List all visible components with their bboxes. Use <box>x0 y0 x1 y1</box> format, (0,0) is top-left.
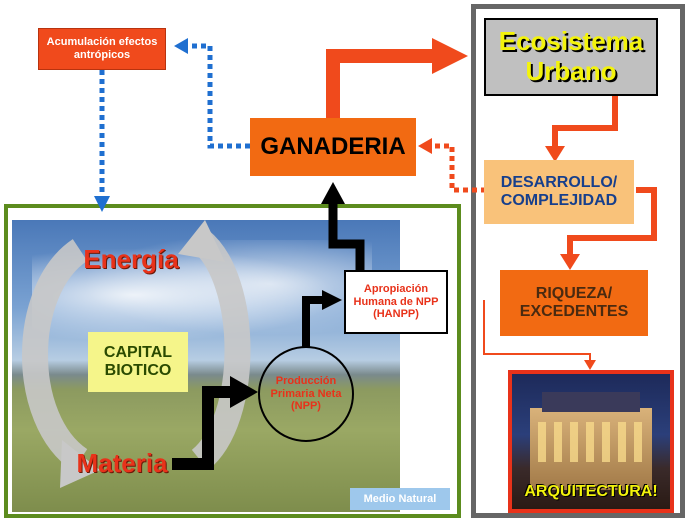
ecosistema-urbano-label: Ecosistema Urbano <box>498 26 644 86</box>
riqueza-label: RIQUEZA/ EXCEDENTES <box>519 284 629 320</box>
desarrollo-to-ganaderia-head <box>418 138 432 154</box>
ganaderia-to-acumulacion-head <box>174 38 188 54</box>
medio-natural-label: Medio Natural <box>363 492 437 505</box>
ecosistema-urbano-box: Ecosistema Urbano <box>484 18 658 96</box>
desarrollo-to-ganaderia-dotted <box>430 143 486 193</box>
npp-to-hanpp-arrow <box>302 296 326 348</box>
capital-biotico-label: CAPITAL BIOTICO <box>103 343 173 379</box>
natural-environment-frame <box>4 204 461 518</box>
building-roof <box>542 392 640 412</box>
desarrollo-box: DESARROLLO/ COMPLEJIDAD <box>484 160 634 224</box>
materia-label: Materia <box>76 448 168 478</box>
npp-circle: Producción Primaria Neta (NPP) <box>258 346 354 442</box>
acumulacion-box: Acumulación efectos antrópicos <box>38 28 166 70</box>
npp-to-hanpp-head <box>322 290 342 310</box>
hanpp-box: Apropiación Humana de NPP (HANPP) <box>344 270 448 334</box>
ecosistema-to-desarrollo-head <box>545 146 565 162</box>
desarrollo-to-riqueza-arrow <box>567 187 657 258</box>
hanpp-to-ganaderia-head <box>321 182 345 204</box>
urban-ecosystem-frame <box>471 4 685 518</box>
grey-arrowhead-right <box>178 220 225 262</box>
capital-biotico-box: CAPITAL BIOTICO <box>88 332 188 392</box>
materia-to-npp-arrow <box>172 386 236 470</box>
desarrollo-label: DESARROLLO/ COMPLEJIDAD <box>500 173 618 209</box>
energy-cycle-arrow-left <box>22 239 88 471</box>
riqueza-box: RIQUEZA/ EXCEDENTES <box>500 270 648 336</box>
architecture-photo <box>508 370 674 513</box>
ganaderia-box: GANADERIA <box>250 118 416 176</box>
acumulacion-label: Acumulación efectos antrópicos <box>46 36 158 61</box>
ganaderia-to-ecosistema-arrow <box>326 49 440 118</box>
energia-label: Energía <box>83 244 179 274</box>
desarrollo-to-riqueza-head <box>560 254 580 270</box>
acumulacion-to-natural-head <box>94 196 110 212</box>
ganaderia-to-ecosistema-head <box>432 38 468 74</box>
ganaderia-to-acumulacion-dotted <box>186 43 250 149</box>
riqueza-to-arquitectura-head <box>584 360 596 370</box>
building-windows <box>538 422 644 462</box>
materia-to-npp-head <box>230 376 258 408</box>
hanpp-to-ganaderia-arrow <box>328 200 365 270</box>
arquitectura-label: ARQUITECTURA! <box>524 483 658 500</box>
ganaderia-label: GANADERIA <box>260 133 406 161</box>
medio-natural-badge: Medio Natural <box>350 488 450 510</box>
ecosistema-to-desarrollo-arrow <box>552 96 618 150</box>
riqueza-to-arquitectura-arrow <box>483 300 591 362</box>
hanpp-label: Apropiación Humana de NPP (HANPP) <box>353 283 439 321</box>
npp-label: Producción Primaria Neta (NPP) <box>270 375 342 413</box>
grey-arrowhead-left <box>60 440 100 488</box>
